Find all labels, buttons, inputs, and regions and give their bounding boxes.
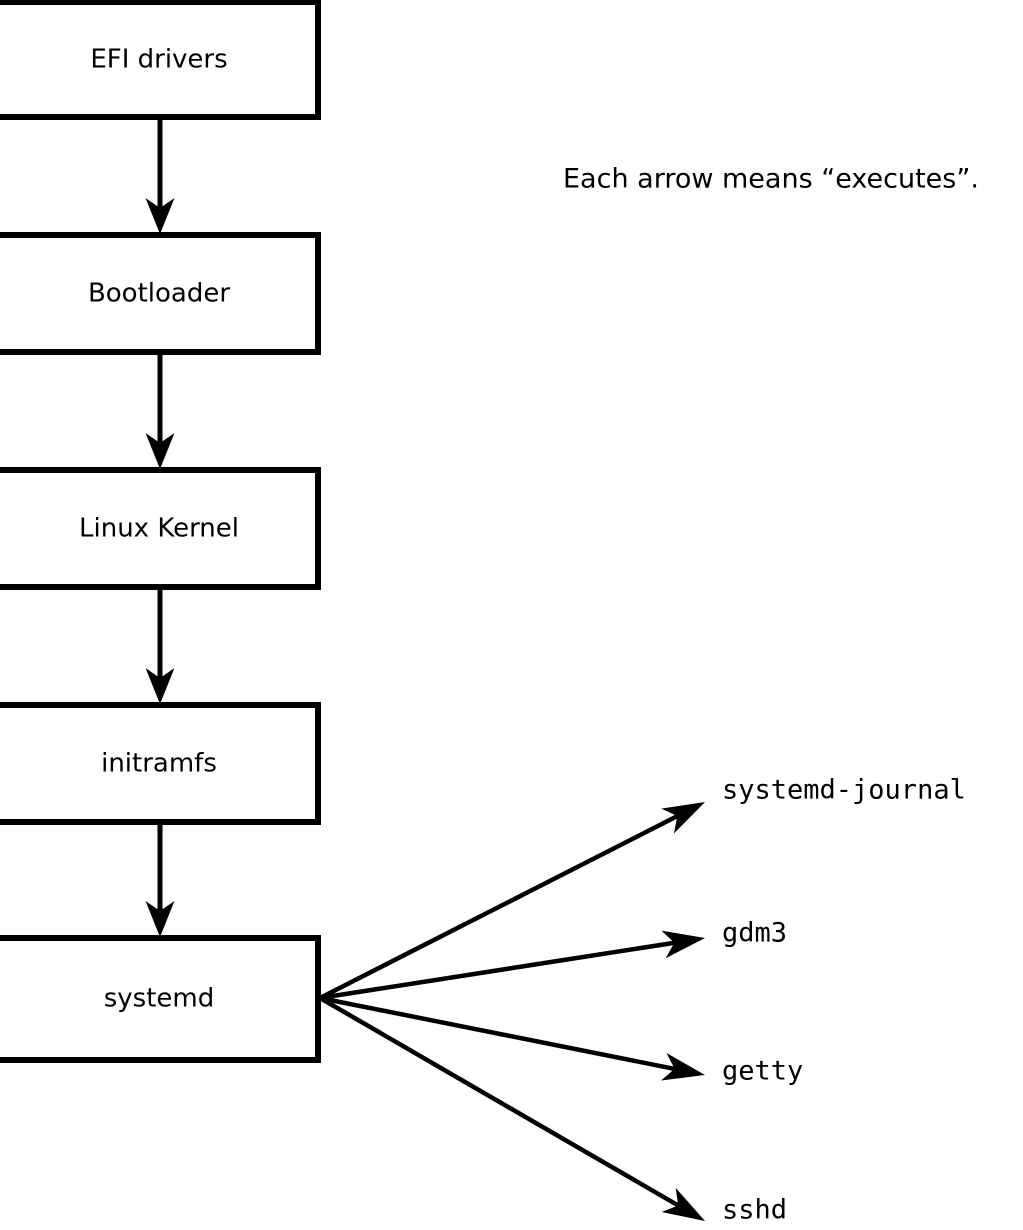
arrow-systemd-to-gdm3: [319, 930, 705, 1001]
arrow-head: [661, 930, 705, 959]
node-box-rect[interactable]: [0, 702, 321, 825]
node-initramfs[interactable]: initramfs: [0, 702, 321, 825]
arrow-shaft: [318, 996, 682, 1209]
arrow-head: [661, 1053, 705, 1081]
fanout-arrows-group: [318, 802, 705, 1221]
vertical-arrows-group: [145, 117, 175, 937]
arrow-head: [661, 802, 705, 834]
node-label: initramfs: [101, 749, 217, 779]
node-label: systemd: [104, 984, 215, 1014]
arrow-linux-kernel-to-initramfs: [145, 587, 175, 704]
leaf-label-sshd: sshd: [722, 1195, 787, 1226]
node-label: EFI drivers: [90, 45, 227, 75]
process-boxes-group: EFI drivers Bootloader Linux Kernel init…: [0, 0, 321, 1063]
arrow-shaft: [318, 813, 681, 1001]
arrow-head: [661, 1187, 705, 1221]
node-bootloader[interactable]: Bootloader: [0, 232, 321, 355]
leaf-label-systemd-journal: systemd-journal: [722, 775, 966, 806]
arrow-bootloader-to-linux-kernel: [145, 352, 175, 469]
arrow-head: [145, 198, 175, 234]
arrow-systemd-to-sshd: [318, 996, 705, 1221]
node-box-rect[interactable]: [0, 0, 321, 120]
node-label: Linux Kernel: [79, 514, 239, 544]
arrow-shaft: [319, 940, 677, 1001]
arrow-systemd-to-systemd-journal: [318, 802, 705, 1001]
arrow-efi-drivers-to-bootloader: [145, 117, 175, 234]
node-linux-kernel[interactable]: Linux Kernel: [0, 467, 321, 590]
arrow-shaft: [319, 995, 678, 1072]
node-box-rect[interactable]: [0, 467, 321, 590]
arrow-initramfs-to-systemd: [145, 822, 175, 937]
leaf-label-gdm3: gdm3: [722, 918, 787, 949]
node-box-rect[interactable]: [0, 935, 321, 1063]
arrow-head: [145, 668, 175, 704]
leaf-labels-group: systemd-journal gdm3 getty sshd: [722, 775, 966, 1226]
leaf-label-getty: getty: [722, 1056, 803, 1087]
legend-caption: Each arrow means “executes”.: [563, 164, 979, 195]
node-label: Bootloader: [88, 279, 230, 309]
node-box-rect[interactable]: [0, 232, 321, 355]
node-systemd[interactable]: systemd: [0, 935, 321, 1063]
node-efi-drivers[interactable]: EFI drivers: [0, 0, 321, 120]
arrow-head: [145, 901, 175, 937]
arrow-head: [145, 433, 175, 469]
arrow-systemd-to-getty: [319, 995, 705, 1081]
